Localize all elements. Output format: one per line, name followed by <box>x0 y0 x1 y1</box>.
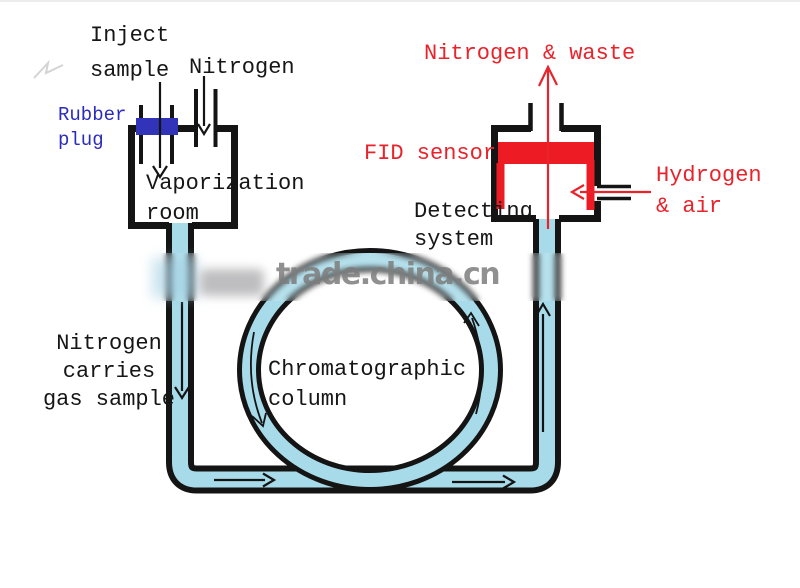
nitrogen-waste-up-arrow-icon <box>538 64 558 229</box>
hydrogen-inlet-tube <box>597 184 631 201</box>
nitrogen-inlet-arrow-icon <box>197 76 211 137</box>
fid-electrode-right <box>586 160 595 210</box>
bottom-tube-right-arrow-left-icon <box>214 472 277 488</box>
bottom-tube-right-arrow-right-icon <box>452 474 517 490</box>
detecting-system-label: Detecting system <box>414 199 533 252</box>
inject-sample-label: Inject sample <box>90 23 170 83</box>
watermark: trade.china.cn <box>276 257 501 292</box>
flow-arrows <box>174 301 551 490</box>
fid-sensor-label: FID sensor <box>364 141 497 166</box>
fid-electrode-left <box>496 163 505 209</box>
hydrogen-air-left-arrow-icon <box>569 184 651 200</box>
column-flow-arrow-up-icon <box>463 311 480 327</box>
inject-sample-arrow-icon <box>152 82 168 180</box>
nitrogen-waste-label: Nitrogen & waste <box>424 41 636 66</box>
right-tube-up-arrow-icon <box>535 301 551 432</box>
vaporization-room-label: Vaporization room <box>146 171 305 226</box>
hydrogen-air-label: Hydrogen & air <box>656 163 762 219</box>
fid-sensor-block <box>498 142 594 164</box>
rubber-plug-label: Rubber plug <box>58 104 127 151</box>
corner-smudge-mark <box>33 59 64 79</box>
detector-vent-walls <box>528 103 564 131</box>
nitrogen-port-walls <box>194 89 218 147</box>
rubber-plug <box>136 118 178 135</box>
left-tube-down-arrow-icon <box>174 302 190 401</box>
nitrogen-carries-label: Nitrogen carries gas sample <box>42 331 176 412</box>
blur-smudge-text <box>200 269 264 296</box>
column-flow-curve-right <box>471 317 483 415</box>
detector-box <box>491 64 651 229</box>
vaporization-room-box <box>128 76 238 229</box>
column-flow-curve-left <box>250 331 263 424</box>
chromatographic-column-label: Chromatographic column <box>268 357 467 412</box>
column-flow-arrow-down-icon <box>251 412 267 428</box>
nitrogen-inlet-label: Nitrogen <box>189 55 295 80</box>
blur-smudge-tube <box>152 258 198 298</box>
